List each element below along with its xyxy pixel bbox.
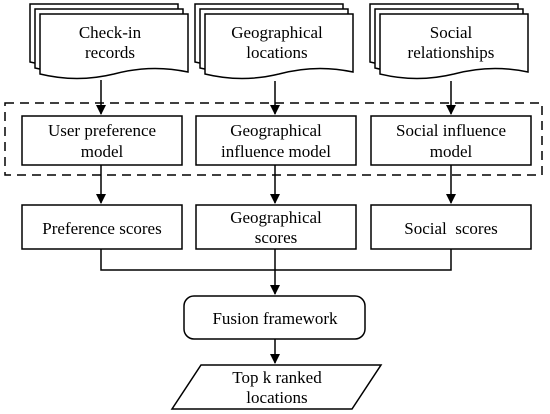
output-ranked-locations: Top k ranked locations <box>170 364 383 410</box>
model-label-line1: User preference <box>48 121 156 140</box>
model-label-line1: Social influence <box>396 121 506 140</box>
source-label-line1: Check-in <box>79 23 142 42</box>
source-label-line2: relationships <box>408 43 495 62</box>
model-geographical-influence: Geographical influence model <box>195 115 357 166</box>
model-label-line2: model <box>430 142 473 161</box>
score-label-line1: Social scores <box>404 219 497 238</box>
source-label-line1: Geographical <box>231 23 323 42</box>
score-geographical: Geographical scores <box>195 204 357 250</box>
model-label-line2: influence model <box>221 142 331 161</box>
source-label-line2: locations <box>246 43 307 62</box>
score-label-line1: Geographical <box>230 208 322 227</box>
source-geographical-locations: Geographical locations <box>194 3 354 80</box>
score-label-line2: scores <box>255 228 297 247</box>
score-preference: Preference scores <box>21 204 183 250</box>
source-checkin-records: Check-in records <box>29 3 189 80</box>
score-label-line1: Preference scores <box>42 219 161 238</box>
model-user-preference: User preference model <box>21 115 183 166</box>
source-label-line1: Social <box>430 23 473 42</box>
models-group-dashed-border <box>4 102 543 176</box>
model-social-influence: Social influence model <box>370 115 532 166</box>
output-label-line1: Top k ranked <box>232 368 322 387</box>
score-social: Social scores <box>370 204 532 250</box>
fusion-label: Fusion framework <box>212 309 338 328</box>
model-label-line2: model <box>81 142 124 161</box>
fusion-framework-box: Fusion framework <box>183 295 366 340</box>
model-label-line1: Geographical <box>230 121 322 140</box>
output-label-line2: locations <box>246 388 307 407</box>
merge-connector <box>100 249 452 271</box>
source-social-relationships: Social relationships <box>369 3 529 80</box>
source-label-line2: records <box>85 43 135 62</box>
